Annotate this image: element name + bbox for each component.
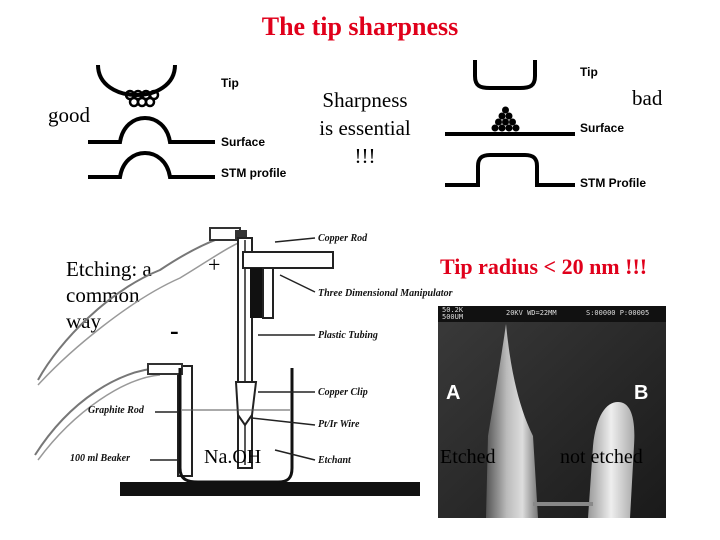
sem-micrograph: 50.2K 500UM 20KV WD=22MM S:00000 P:00005… — [438, 306, 666, 518]
sem-label-b: B — [634, 382, 649, 404]
naoh-label: Na.OH — [204, 446, 262, 468]
minus-sign: - — [170, 316, 179, 345]
good-tip-diagram — [88, 64, 215, 179]
sem-mag-value: 50.2K — [442, 306, 464, 314]
etching-line-1: Etching: a — [66, 257, 152, 281]
bad-surface-label: Surface — [580, 121, 625, 135]
manipulator-label: Three Dimensional Manipulator — [318, 288, 453, 299]
graphite-rod-label: Graphite Rod — [88, 405, 144, 416]
good-stm-profile-label: STM profile — [221, 166, 287, 180]
pt-ir-wire-label: Pt/Ir Wire — [318, 419, 360, 430]
good-surface-label: Surface — [221, 135, 266, 149]
bad-label: bad — [632, 86, 663, 110]
copper-rod-label: Copper Rod — [318, 233, 368, 244]
bad-stm-profile-label: STM Profile — [580, 176, 647, 190]
sharpness-line-2: is essential — [319, 116, 411, 140]
plastic-tubing-label: Plastic Tubing — [318, 330, 378, 341]
sem-image — [438, 306, 666, 518]
slide-title: The tip sharpness — [261, 12, 459, 41]
sharpness-line-1: Sharpness — [322, 88, 408, 112]
not-etched-label: not etched — [560, 446, 643, 468]
copper-clip-label: Copper Clip — [318, 387, 368, 398]
sharpness-note: Sharpness is essential !!! — [300, 86, 430, 170]
good-tip-label: Tip — [221, 76, 239, 90]
etched-label: Etched — [440, 446, 496, 468]
bad-tip-label: Tip — [580, 65, 598, 79]
etchant-label: Etchant — [318, 455, 351, 466]
sem-header-mag: 50.2K 500UM — [442, 307, 463, 321]
tip-radius-note: Tip radius < 20 nm !!! — [440, 254, 648, 279]
bad-tip-diagram — [445, 60, 575, 187]
etching-note: Etching: a common way — [66, 256, 152, 334]
good-label: good — [48, 103, 90, 127]
etching-apparatus-diagram — [34, 227, 420, 496]
sharpness-line-3: !!! — [354, 144, 376, 168]
sem-header-kv: 20KV WD=22MM — [506, 309, 557, 317]
sem-header-photo: S:00000 P:00005 — [586, 309, 650, 317]
sem-label-a: A — [446, 382, 461, 404]
sem-scale-value: 500UM — [442, 313, 464, 321]
beaker-label: 100 ml Beaker — [70, 453, 130, 464]
